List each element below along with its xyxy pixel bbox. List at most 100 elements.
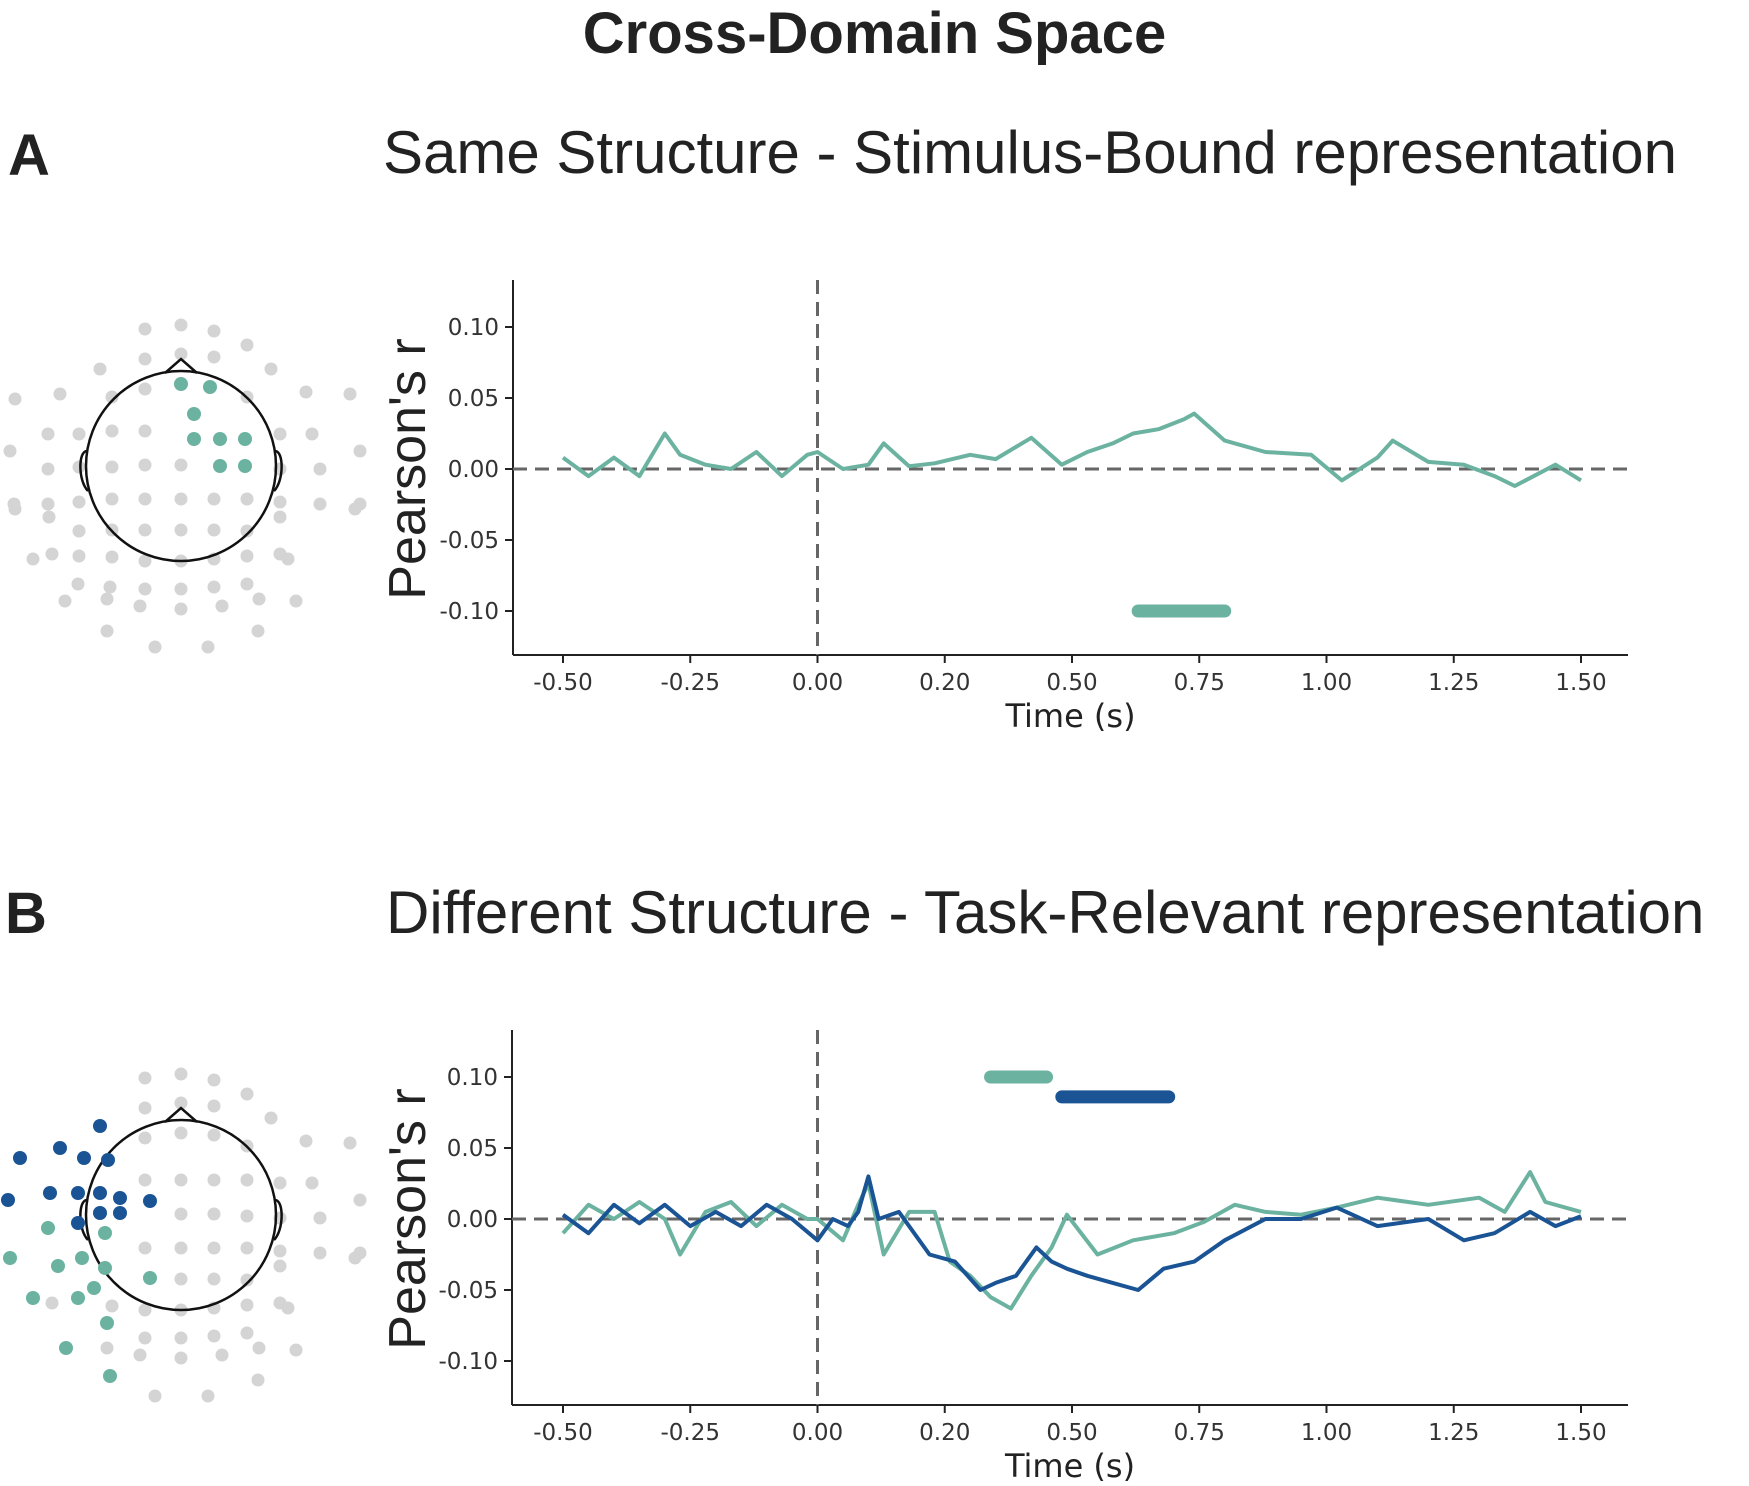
nose-icon <box>164 1106 198 1123</box>
sensor-dot <box>313 497 327 511</box>
sensor-dot <box>41 462 55 476</box>
y-axis-title: Pearson's r <box>379 338 437 599</box>
highlighted-sensor-dot <box>213 459 227 473</box>
x-tick-label: 1.50 <box>1555 1420 1606 1446</box>
x-tick-label: 1.00 <box>1301 670 1352 696</box>
sensor-dot <box>174 492 188 506</box>
sensor-dot <box>207 350 221 364</box>
sensor-dot <box>207 1329 221 1343</box>
sensor-dot <box>138 492 152 506</box>
sensor-dot <box>41 427 55 441</box>
sensor-dot <box>138 582 152 596</box>
sensor-dot <box>207 324 221 338</box>
x-axis-title: Time (s) <box>1004 1447 1135 1485</box>
sensor-dot <box>281 552 295 566</box>
sensor-dot <box>207 523 221 537</box>
highlighted-sensor-dot <box>71 1186 85 1200</box>
sensor-dot <box>174 347 188 361</box>
sensor-dot <box>138 554 152 568</box>
sensor-dot <box>299 385 313 399</box>
sensor-dot <box>45 547 59 561</box>
sensor-dot <box>138 1131 152 1145</box>
figure-title: Cross-Domain Space <box>582 1 1167 66</box>
highlighted-sensor-dot <box>71 1291 85 1305</box>
sensor-dot <box>133 1348 147 1362</box>
sensor-dot <box>138 1101 152 1115</box>
y-tick-label: 0.10 <box>448 315 499 341</box>
x-tick-label: 0.20 <box>919 670 970 696</box>
sensor-dot <box>138 382 152 396</box>
sensor-dot <box>72 460 86 474</box>
sensor-dot <box>174 1126 188 1140</box>
sensor-dot <box>343 1136 357 1150</box>
sensor-dot <box>138 523 152 537</box>
sensor-dot <box>252 1341 266 1355</box>
sensor-dot <box>207 1207 221 1221</box>
nose-icon <box>164 357 198 374</box>
highlighted-sensor-dot <box>43 1186 57 1200</box>
sensor-dot <box>105 460 119 474</box>
sensor-dot <box>207 1173 221 1187</box>
x-tick-label: 0.00 <box>792 670 843 696</box>
highlighted-sensor-dot <box>238 459 252 473</box>
sensor-dot <box>174 1173 188 1187</box>
sensor-dot <box>138 1303 152 1317</box>
sensor-dot <box>138 1173 152 1187</box>
highlighted-sensor-dot <box>143 1194 157 1208</box>
x-tick-label: 0.75 <box>1174 1420 1225 1446</box>
highlighted-sensor-dot <box>93 1119 107 1133</box>
sensor-dot <box>174 318 188 332</box>
sensor-dot <box>174 1096 188 1110</box>
sensor-dot <box>348 1251 362 1265</box>
highlighted-sensor-dot <box>203 380 217 394</box>
left-ear-icon <box>79 449 89 492</box>
x-tick-label: 1.25 <box>1428 1420 1479 1446</box>
sensor-dot <box>252 592 266 606</box>
y-tick-label: 0.05 <box>447 1136 498 1162</box>
sensor-dot <box>174 1272 188 1286</box>
highlighted-sensor-dot <box>101 1153 115 1167</box>
sensor-dot <box>305 427 319 441</box>
highlighted-sensor-dot <box>174 377 188 391</box>
y-tick-label: -0.10 <box>439 599 499 625</box>
sensor-dot <box>3 444 17 458</box>
highlighted-sensor-dot <box>71 1216 85 1230</box>
sensor-dot <box>93 362 107 376</box>
sensor-dot <box>138 322 152 336</box>
x-tick-label: 0.75 <box>1174 670 1225 696</box>
highlighted-sensor-dot <box>1 1193 15 1207</box>
highlighted-sensor-dot <box>93 1186 107 1200</box>
sensor-dot <box>100 1341 114 1355</box>
highlighted-sensor-dot <box>213 432 227 446</box>
sensor-dot <box>343 387 357 401</box>
sensor-dot <box>41 497 55 511</box>
sensor-dot <box>207 1272 221 1286</box>
highlighted-sensor-dot <box>187 432 201 446</box>
sensor-dot <box>138 1071 152 1085</box>
sensor-dot <box>100 592 114 606</box>
highlighted-sensor-dot <box>59 1341 73 1355</box>
sensor-dot <box>105 492 119 506</box>
sensor-dot <box>273 1259 287 1273</box>
y-tick-label: 0.00 <box>448 457 499 483</box>
sensor-dot <box>201 1389 215 1403</box>
sensor-dot <box>281 1301 295 1315</box>
highlighted-sensor-dot <box>77 1151 91 1165</box>
sensor-dot <box>240 1241 254 1255</box>
sensor-dot <box>138 458 152 472</box>
highlighted-sensor-dot <box>187 407 201 421</box>
highlighted-sensor-dot <box>53 1141 67 1155</box>
sensor-dot <box>148 640 162 654</box>
sensor-dot <box>105 550 119 564</box>
sensor-dot <box>207 492 221 506</box>
sensor-dot <box>138 352 152 366</box>
sensor-dot <box>264 362 278 376</box>
sensor-dot <box>299 1134 313 1148</box>
sensor-dot <box>207 580 221 594</box>
sensor-dot <box>72 495 86 509</box>
highlighted-sensor-dot <box>51 1259 65 1273</box>
sensor-dot <box>174 602 188 616</box>
sensor-dot <box>201 640 215 654</box>
sensor-dot <box>72 549 86 563</box>
